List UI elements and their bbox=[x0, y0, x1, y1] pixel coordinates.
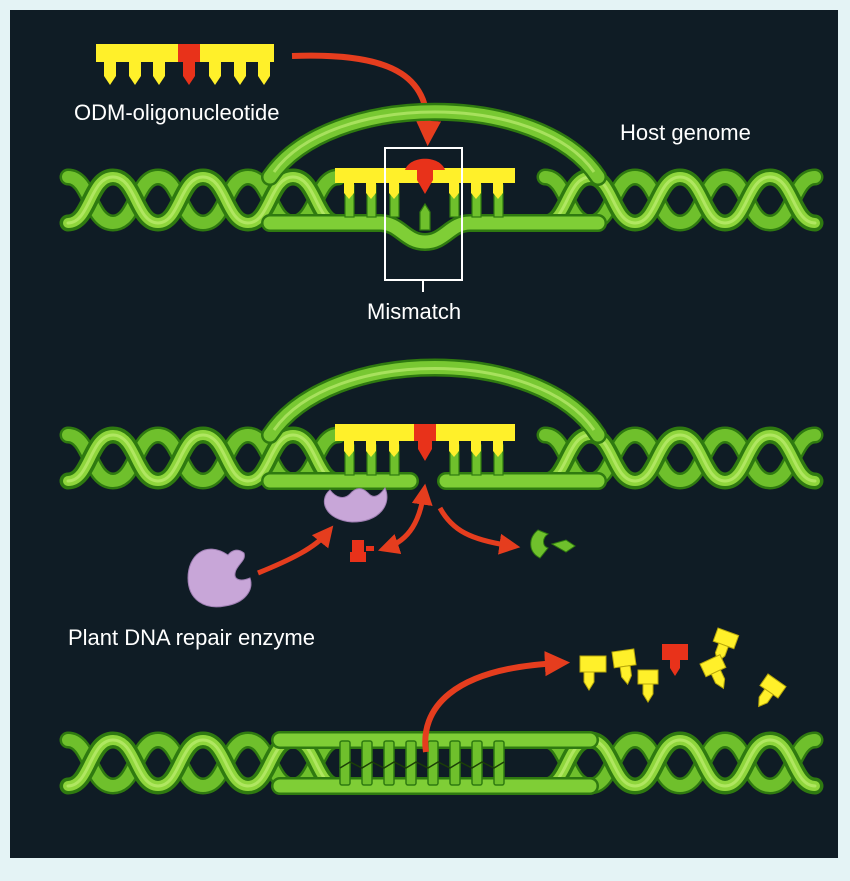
annealed-oligonucleotide-2 bbox=[335, 424, 515, 461]
mismatch-bracket bbox=[384, 147, 463, 292]
repair-arrows bbox=[257, 483, 521, 576]
released-green-fragment bbox=[530, 529, 576, 559]
odm-oligonucleotide-label: ODM-oligonucleotide bbox=[74, 100, 279, 125]
host-genome-dna-helix-2 bbox=[68, 358, 815, 490]
repaired-dna-helix bbox=[68, 731, 815, 795]
dna-repair-enzyme-icon bbox=[187, 548, 252, 608]
mismatch-label: Mismatch bbox=[367, 299, 461, 324]
odm-oligonucleotide-strand bbox=[96, 44, 274, 85]
plant-dna-repair-enzyme-label: Plant DNA repair enzyme bbox=[68, 625, 315, 650]
bound-repair-enzyme bbox=[324, 486, 388, 523]
excised-nucleotide bbox=[350, 540, 374, 562]
released-nucleotides-icon bbox=[579, 627, 787, 708]
host-genome-label: Host genome bbox=[620, 120, 751, 145]
release-arrow bbox=[422, 651, 571, 753]
annealed-oligonucleotide bbox=[335, 158, 515, 199]
host-genome-dna-helix-1 bbox=[68, 102, 815, 252]
